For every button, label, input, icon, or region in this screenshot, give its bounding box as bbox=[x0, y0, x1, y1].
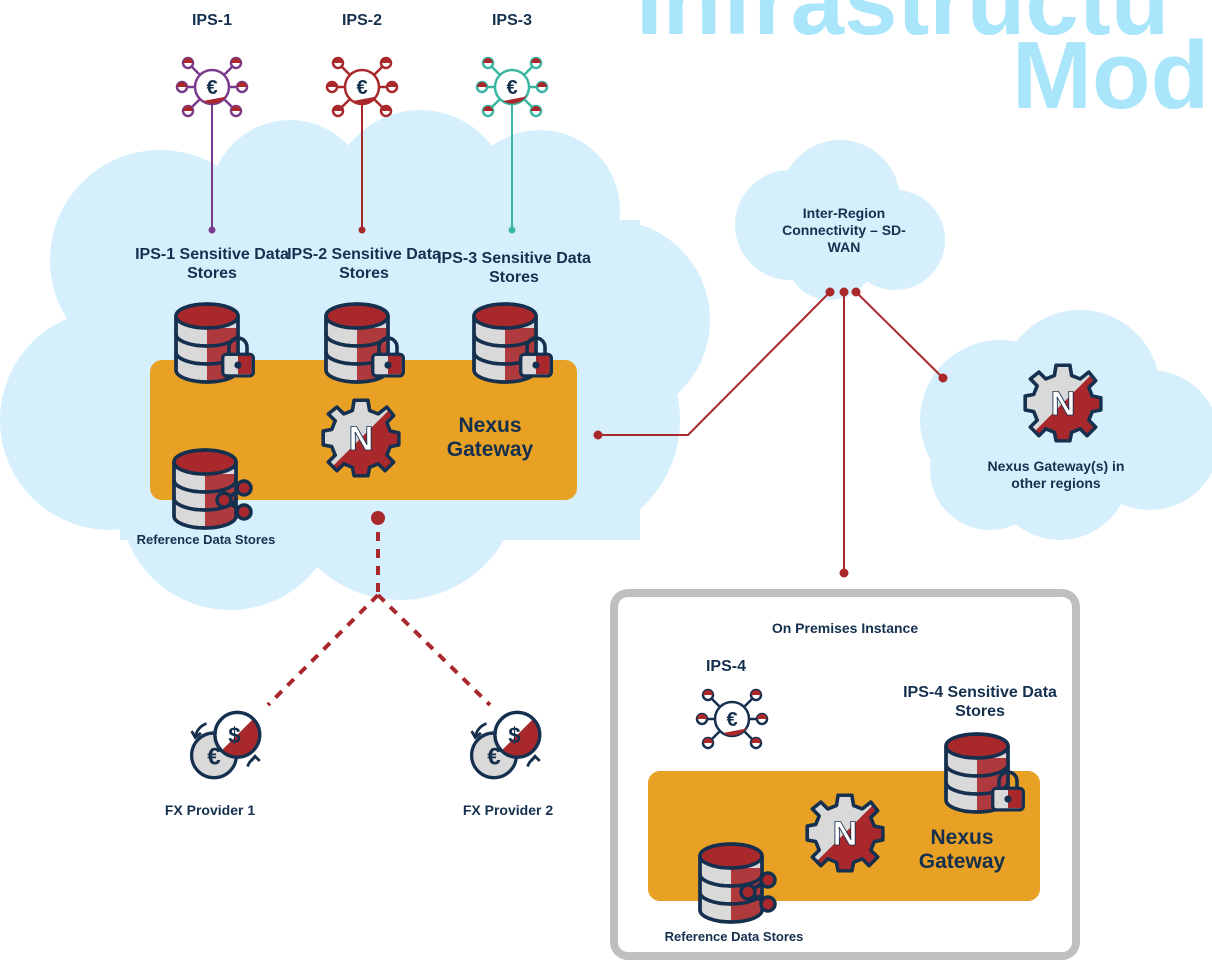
ips2-network-icon: € bbox=[325, 56, 399, 118]
ips3-label: IPS-3 bbox=[491, 12, 532, 29]
network-hub bbox=[713, 700, 751, 738]
network-endpoint-fill bbox=[333, 106, 343, 111]
ips1-network-icon: € bbox=[175, 56, 249, 118]
ips4-label: IPS-4 bbox=[705, 658, 746, 675]
ips3-network-icon: € bbox=[475, 56, 549, 118]
network-endpoint-fill bbox=[697, 714, 707, 719]
network-hub-fill bbox=[503, 95, 527, 104]
fx-provider1-label: FX Provider 1 bbox=[164, 802, 256, 818]
network-endpoint-fill bbox=[327, 82, 337, 87]
network-endpoint-fill bbox=[231, 58, 241, 63]
ips2-label: IPS-2 bbox=[341, 12, 382, 29]
network-endpoint-fill bbox=[537, 82, 547, 87]
fx-provider2-label: FX Provider 2 bbox=[462, 802, 554, 818]
network-endpoint-fill bbox=[381, 58, 391, 63]
onprem-reference-stores-label: Reference Data Stores bbox=[664, 929, 804, 944]
network-endpoint-fill bbox=[387, 82, 397, 87]
fx-provider2-icon bbox=[469, 710, 542, 780]
reference-database-icon bbox=[174, 450, 236, 528]
ips1-connector-dot bbox=[208, 226, 216, 234]
nexus-gateway-gear-icon bbox=[323, 400, 399, 476]
network-endpoint-fill bbox=[751, 738, 761, 743]
network-endpoint-fill bbox=[531, 106, 541, 111]
sdwan-cloud bbox=[735, 140, 945, 300]
other-regions-gear-icon bbox=[1025, 365, 1101, 441]
onprem-reference-database-icon bbox=[700, 844, 762, 922]
watermark-line2: Mod bbox=[1012, 22, 1210, 129]
network-endpoint-fill bbox=[483, 106, 493, 111]
network-endpoint-fill bbox=[703, 690, 713, 695]
onprem-title: On Premises Instance bbox=[771, 620, 919, 636]
sdwan-label: Inter-Region Connectivity – SD-WAN bbox=[782, 205, 906, 255]
ips2-stores-label: IPS-2 Sensitive Data Stores bbox=[287, 246, 441, 283]
network-hub bbox=[193, 68, 231, 106]
network-endpoint-fill bbox=[531, 58, 541, 63]
ips1-stores-label: IPS-1 Sensitive Data Stores bbox=[135, 246, 289, 283]
ips3-connector-dot bbox=[508, 226, 516, 234]
nexus-gateway-label: Nexus Gateway bbox=[446, 414, 534, 462]
euro-icon: € bbox=[356, 77, 367, 99]
network-hub-fill bbox=[203, 95, 227, 104]
ips1-label: IPS-1 bbox=[191, 12, 232, 29]
network-hub bbox=[493, 68, 531, 106]
onprem-gateway-label: Nexus Gateway bbox=[918, 826, 1006, 874]
network-endpoint-fill bbox=[757, 714, 767, 719]
network-endpoint-fill bbox=[477, 82, 487, 87]
other-regions-gateway-label: Nexus Gateway(s) in other regions bbox=[987, 458, 1125, 491]
network-endpoint-fill bbox=[703, 738, 713, 743]
network-endpoint-fill bbox=[333, 58, 343, 63]
network-hub bbox=[343, 68, 381, 106]
network-endpoint-fill bbox=[483, 58, 493, 63]
euro-icon: € bbox=[206, 77, 217, 99]
network-endpoint-fill bbox=[381, 106, 391, 111]
ips4-stores-label: IPS-4 Sensitive Data Stores bbox=[903, 684, 1057, 721]
fx-hub-dot bbox=[371, 511, 385, 525]
network-hub-fill bbox=[723, 727, 747, 736]
euro-icon: € bbox=[506, 77, 517, 99]
ips2-connector-dot bbox=[358, 226, 366, 234]
euro-icon: € bbox=[726, 709, 737, 731]
network-endpoint-fill bbox=[231, 106, 241, 111]
onprem-gateway-gear-icon bbox=[807, 795, 883, 871]
network-endpoint-fill bbox=[183, 106, 193, 111]
network-endpoint-fill bbox=[177, 82, 187, 87]
fx-provider1-icon bbox=[189, 710, 262, 780]
network-endpoint-fill bbox=[237, 82, 247, 87]
network-endpoint-fill bbox=[183, 58, 193, 63]
ips3-stores-label: IPS-3 Sensitive Data Stores bbox=[437, 250, 591, 287]
fx-links bbox=[266, 532, 492, 707]
network-hub-fill bbox=[353, 95, 377, 104]
watermark-line1: Infrastructu bbox=[636, 0, 1170, 55]
ips4-network-icon: € bbox=[695, 688, 769, 750]
network-endpoint-fill bbox=[751, 690, 761, 695]
reference-stores-label: Reference Data Stores bbox=[136, 532, 276, 547]
sdwan-links bbox=[593, 287, 948, 578]
